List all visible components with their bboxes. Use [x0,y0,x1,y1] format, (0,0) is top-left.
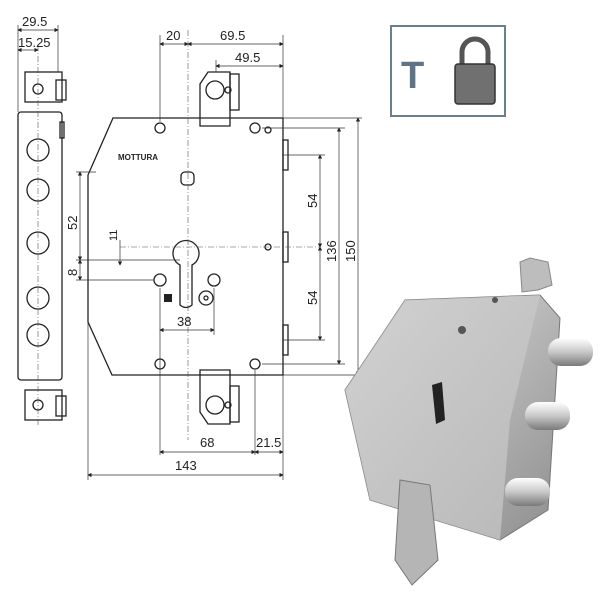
dim-side-offset: 15.25 [18,35,51,50]
top-hook [199,71,240,127]
lock-type-symbol: T [401,55,424,97]
lock-product-image [344,257,593,586]
dim-cylinder-screws: 38 [177,314,191,329]
front-view: MOTTURA [65,28,362,480]
bottom-hook [199,369,240,425]
dim-side-width: 29.5 [22,14,47,29]
dim-top-hook-offset: 49.5 [235,50,260,65]
side-view: 29.5 15.25 [17,14,67,425]
dim-vertical-upper: 54 [305,194,320,208]
dim-hole-spacing: 136 [324,240,339,262]
dim-cylinder-small: 11 [108,230,120,241]
dim-cylinder-offset: 8 [65,269,80,276]
lock-type-badge: T [390,25,506,117]
dim-plate-width: 143 [175,458,197,473]
brand-label: MOTTURA [118,153,158,162]
dim-bottom-edge: 21.5 [256,435,281,450]
mounting-holes [154,122,272,370]
cylinder-cutout [153,239,221,309]
bolts [505,338,593,506]
dim-vertical-lower: 54 [305,291,320,305]
dim-bottom-holes: 68 [200,435,214,450]
dim-top-width: 69.5 [220,28,245,43]
dim-backset: 52 [65,216,80,230]
padlock-icon [454,36,496,105]
dim-top-left-offset: 20 [166,28,180,43]
dim-plate-height: 150 [343,240,358,262]
